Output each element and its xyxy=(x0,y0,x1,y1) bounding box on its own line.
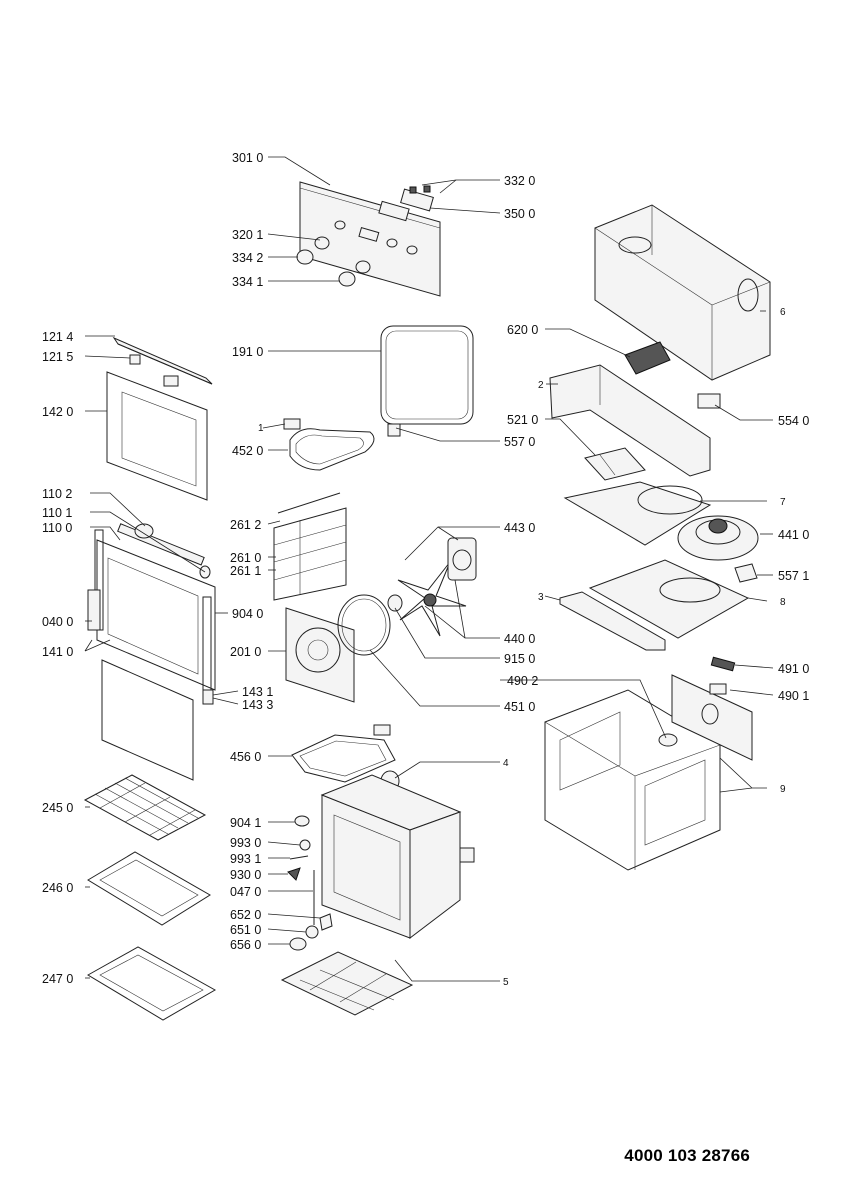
label-521-0: 521 0 xyxy=(507,413,538,427)
wire-shelf-part xyxy=(83,774,207,841)
part-number-labels: 301 0 332 0 350 0 320 1 334 2 334 1 121 … xyxy=(42,151,809,988)
label-143-3: 143 3 xyxy=(242,698,273,712)
label-320-1: 320 1 xyxy=(232,228,263,242)
label-201-0: 201 0 xyxy=(230,645,261,659)
label-040-0: 040 0 xyxy=(42,615,73,629)
small-hardware-parts xyxy=(287,815,333,951)
top-housing-panel-part xyxy=(594,204,771,381)
convection-fan-part xyxy=(387,561,467,637)
label-7: 7 xyxy=(780,497,786,508)
label-652-0: 652 0 xyxy=(230,908,261,922)
label-456-0: 456 0 xyxy=(230,750,261,764)
label-2: 2 xyxy=(538,380,544,391)
label-620-0: 620 0 xyxy=(507,323,538,337)
label-261-0: 261 0 xyxy=(230,551,261,565)
grill-heating-element-part xyxy=(283,418,401,471)
label-110-2: 110 2 xyxy=(42,487,72,501)
control-knobs-part xyxy=(296,236,371,287)
cooling-component-part xyxy=(624,341,671,375)
fan-motor-part xyxy=(447,537,477,581)
label-334-2: 334 2 xyxy=(232,251,263,265)
front-trim-strip-part xyxy=(559,591,666,651)
label-904-0: 904 0 xyxy=(232,607,263,621)
label-491-0: 491 0 xyxy=(778,662,809,676)
electronic-board-part xyxy=(584,447,646,481)
label-334-1: 334 1 xyxy=(232,275,263,289)
selector-switch-part xyxy=(697,393,721,409)
inner-door-glass-part xyxy=(101,659,194,781)
label-121-4: 121 4 xyxy=(42,330,73,344)
circular-heating-element-part xyxy=(337,594,391,656)
label-443-0: 443 0 xyxy=(504,521,535,535)
dripping-pan-part xyxy=(87,946,217,1021)
shelf-support-rails-part xyxy=(273,492,347,601)
label-350-0: 350 0 xyxy=(504,207,535,221)
label-441-0: 441 0 xyxy=(778,528,809,542)
label-8: 8 xyxy=(780,597,786,608)
safety-thermostat-part xyxy=(734,563,758,583)
mounting-bracket-part xyxy=(549,364,711,477)
label-930-0: 930 0 xyxy=(230,868,261,882)
tangential-fan-part xyxy=(677,515,759,561)
outer-casing-part xyxy=(544,689,721,871)
label-557-1: 557 1 xyxy=(778,569,809,583)
label-5: 5 xyxy=(503,977,509,988)
label-142-0: 142 0 xyxy=(42,405,73,419)
door-hinge-part xyxy=(87,529,214,705)
label-191-0: 191 0 xyxy=(232,345,263,359)
label-993-0: 993 0 xyxy=(230,836,261,850)
door-outer-glass-part xyxy=(106,371,208,501)
oven-floor-part xyxy=(280,951,414,1016)
oven-cavity-part xyxy=(320,774,475,940)
label-490-2: 490 2 xyxy=(507,674,538,688)
label-656-0: 656 0 xyxy=(230,938,261,952)
label-993-1: 993 1 xyxy=(230,852,261,866)
label-121-5: 121 5 xyxy=(42,350,73,364)
label-261-1: 261 1 xyxy=(230,564,261,578)
label-440-0: 440 0 xyxy=(504,632,535,646)
label-557-0: 557 0 xyxy=(504,435,535,449)
label-6: 6 xyxy=(780,307,786,318)
label-904-1: 904 1 xyxy=(230,816,261,830)
rear-electronics-board-part xyxy=(658,656,753,761)
door-seal-part xyxy=(380,325,474,425)
label-490-1: 490 1 xyxy=(778,689,809,703)
label-047-0: 047 0 xyxy=(230,885,261,899)
document-number: 4000 103 28766 xyxy=(624,1146,750,1165)
label-452-0: 452 0 xyxy=(232,444,263,458)
label-110-1: 110 1 xyxy=(42,506,72,520)
label-110-0: 110 0 xyxy=(42,521,72,535)
label-3: 3 xyxy=(538,592,544,603)
fan-cover-plate-part xyxy=(563,481,712,546)
label-245-0: 245 0 xyxy=(42,801,73,815)
control-panel-part xyxy=(299,181,441,297)
leader-lines xyxy=(84,156,774,982)
label-554-0: 554 0 xyxy=(778,414,809,428)
label-451-0: 451 0 xyxy=(504,700,535,714)
label-4: 4 xyxy=(503,758,509,769)
label-332-0: 332 0 xyxy=(504,174,535,188)
baking-tray-part xyxy=(87,851,211,926)
label-1: 1 xyxy=(258,423,264,434)
label-261-2: 261 2 xyxy=(230,518,261,532)
label-9: 9 xyxy=(780,784,786,795)
door-handle-part xyxy=(112,336,213,387)
label-141-0: 141 0 xyxy=(42,645,73,659)
label-246-0: 246 0 xyxy=(42,881,73,895)
label-301-0: 301 0 xyxy=(232,151,263,165)
bottom-heating-element-part xyxy=(291,724,396,783)
label-651-0: 651 0 xyxy=(230,923,261,937)
label-915-0: 915 0 xyxy=(504,652,535,666)
label-143-1: 143 1 xyxy=(242,685,273,699)
label-247-0: 247 0 xyxy=(42,972,73,986)
oven-rear-panel-part xyxy=(285,607,355,703)
